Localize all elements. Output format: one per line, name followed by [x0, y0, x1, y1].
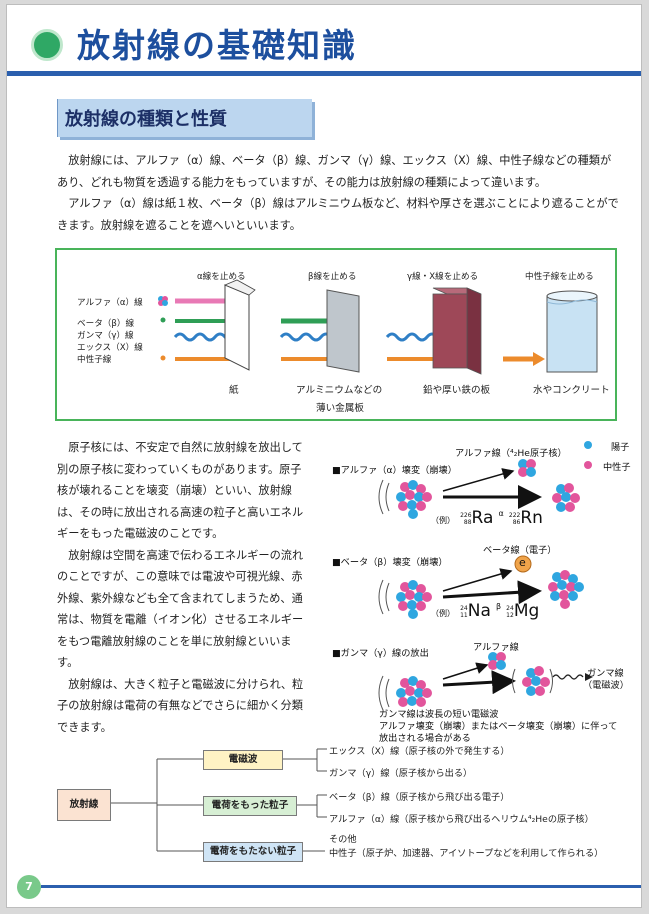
material-lead: 鉛や厚い鉄の板	[423, 385, 491, 396]
tree-item-gamma: ガンマ（γ）線（原子核から出る）	[329, 768, 473, 779]
gamma-ray-sublabel: （電磁波）	[583, 680, 629, 691]
electron-icon	[514, 555, 532, 573]
gamma-alpha-particle	[488, 652, 506, 670]
tree-root-box: 放射線	[57, 789, 111, 821]
gamma-emission-heading: ■ガンマ（γ）線の放出	[332, 648, 429, 659]
decay-diagram	[378, 441, 593, 711]
gamma-ray-label: ガンマ線	[587, 668, 624, 679]
subtitle-box	[57, 99, 312, 137]
ray-label-xray: エックス（X）線	[77, 343, 143, 353]
tree-group-em: 電磁波	[203, 750, 283, 770]
electron-label: e	[519, 556, 526, 569]
tree-group-neutral: 電荷をもたない粒子	[203, 842, 303, 862]
ray-label-neutron: 中性子線	[77, 355, 112, 365]
aluminum-plate	[326, 289, 360, 373]
tree-item-beta: ベータ（β）線（原子核から飛び出る電子）	[329, 792, 510, 803]
tree-item-neutron: 中性子（原子炉、加速器、アイソトープなどを利用して作られる）	[329, 848, 604, 859]
alpha-particle-icon	[158, 296, 168, 306]
alpha-particle	[518, 459, 536, 477]
intro-text: 放射線には、アルファ（α）線、ベータ（β）線、ガンマ（γ）線、エックス（X）線、…	[57, 150, 622, 236]
ray-label-alpha: アルファ（α）線	[77, 298, 143, 308]
body-paragraph: 放射線は、大きく粒子と電磁波に分けられ、粒子の放射線は電荷の有無などでさらに細か…	[57, 677, 304, 734]
material-water: 水やコンクリート	[533, 385, 610, 396]
document-page: 放射線の基礎知識 放射線の種類と性質 放射線には、アルファ（α）線、ベータ（β）…	[6, 4, 642, 908]
ray-label-beta: ベータ（β）線	[77, 319, 135, 329]
tree-item-xray: エックス（X）線（原子核の外で発生する）	[329, 746, 510, 757]
stop-label-beta: β線を止める	[308, 272, 357, 282]
neutron-legend-icon	[584, 461, 592, 469]
gamma-wave	[552, 674, 584, 680]
shielding-figure: アルファ（α）線 ベータ（β）線 ガンマ（γ）線 エックス（X）線 中性子線 α…	[55, 248, 617, 421]
gamma-parent-nucleus	[396, 676, 432, 707]
title-bullet-icon	[31, 29, 63, 61]
beta-daughter-nucleus	[548, 570, 584, 609]
alpha-daughter-nucleus	[552, 483, 580, 512]
beta-parent-nucleus	[396, 580, 432, 619]
legend-proton-label: 陽子	[611, 442, 630, 453]
gamma-alpha-label: アルファ線	[473, 642, 519, 653]
beta-decay-heading: ■ベータ（β）壊変（崩壊）	[332, 557, 448, 568]
page-number: 7	[17, 875, 41, 899]
ray-label-gamma: ガンマ（γ）線	[77, 331, 134, 341]
gamma-excited-nucleus	[522, 666, 550, 696]
material-paper: 紙	[229, 385, 239, 396]
intro-paragraph: アルファ（α）線は紙１枚、ベータ（β）線はアルミニウム板など、材料や厚さを選ぶこ…	[57, 197, 619, 232]
tree-item-alpha: アルファ（α）線（原子核から飛び出るヘリウム⁴₂Heの原子核）	[329, 814, 594, 825]
stop-label-alpha: α線を止める	[197, 272, 246, 282]
body-text: 原子核には、不安定で自然に放射線を放出して別の原子核に変わっていくものがあります…	[57, 437, 311, 738]
water-tank	[546, 295, 598, 373]
beta-particle-label: ベータ線（電子）	[483, 545, 557, 556]
tree-group-charged: 電荷をもった粒子	[203, 796, 297, 816]
section-subtitle: 放射線の種類と性質	[65, 109, 227, 130]
body-paragraph: 原子核には、不安定で自然に放射線を放出して別の原子核に変わっていくものがあります…	[57, 441, 304, 540]
material-aluminum-2: 薄い金属板	[316, 403, 364, 414]
lead-block	[432, 293, 468, 369]
beta-particle-icon	[160, 317, 166, 323]
stop-label-neutron: 中性子線を止める	[525, 272, 594, 282]
legend-neutron-label: 中性子	[603, 462, 631, 473]
title-rule	[7, 71, 641, 76]
intro-paragraph: 放射線には、アルファ（α）線、ベータ（β）線、ガンマ（γ）線、エックス（X）線、…	[57, 154, 612, 189]
alpha-decay-heading: ■アルファ（α）壊変（崩壊）	[332, 465, 457, 476]
proton-legend-icon	[584, 441, 592, 449]
material-aluminum-1: アルミニウムなどの	[296, 385, 383, 396]
alpha-particle-label: アルファ線（⁴₂He原子核）	[455, 448, 567, 459]
stop-label-gamma-x: γ線・X線を止める	[407, 272, 479, 282]
page-title: 放射線の基礎知識	[77, 26, 357, 65]
gamma-notes: ガンマ線は波長の短い電磁波 アルファ壊変（崩壊）またはベータ壊変（崩壊）に伴って…	[379, 709, 618, 744]
shielding-diagram	[158, 279, 598, 375]
classification-tree-lines	[111, 748, 327, 852]
neutron-particle-icon	[160, 355, 166, 361]
alpha-parent-nucleus	[396, 480, 432, 519]
body-paragraph: 放射線は空間を高速で伝わるエネルギーの流れのことですが、この意味では電波や可視光…	[57, 548, 304, 670]
bottom-rule	[41, 885, 641, 888]
tree-item-other: その他	[329, 834, 357, 845]
